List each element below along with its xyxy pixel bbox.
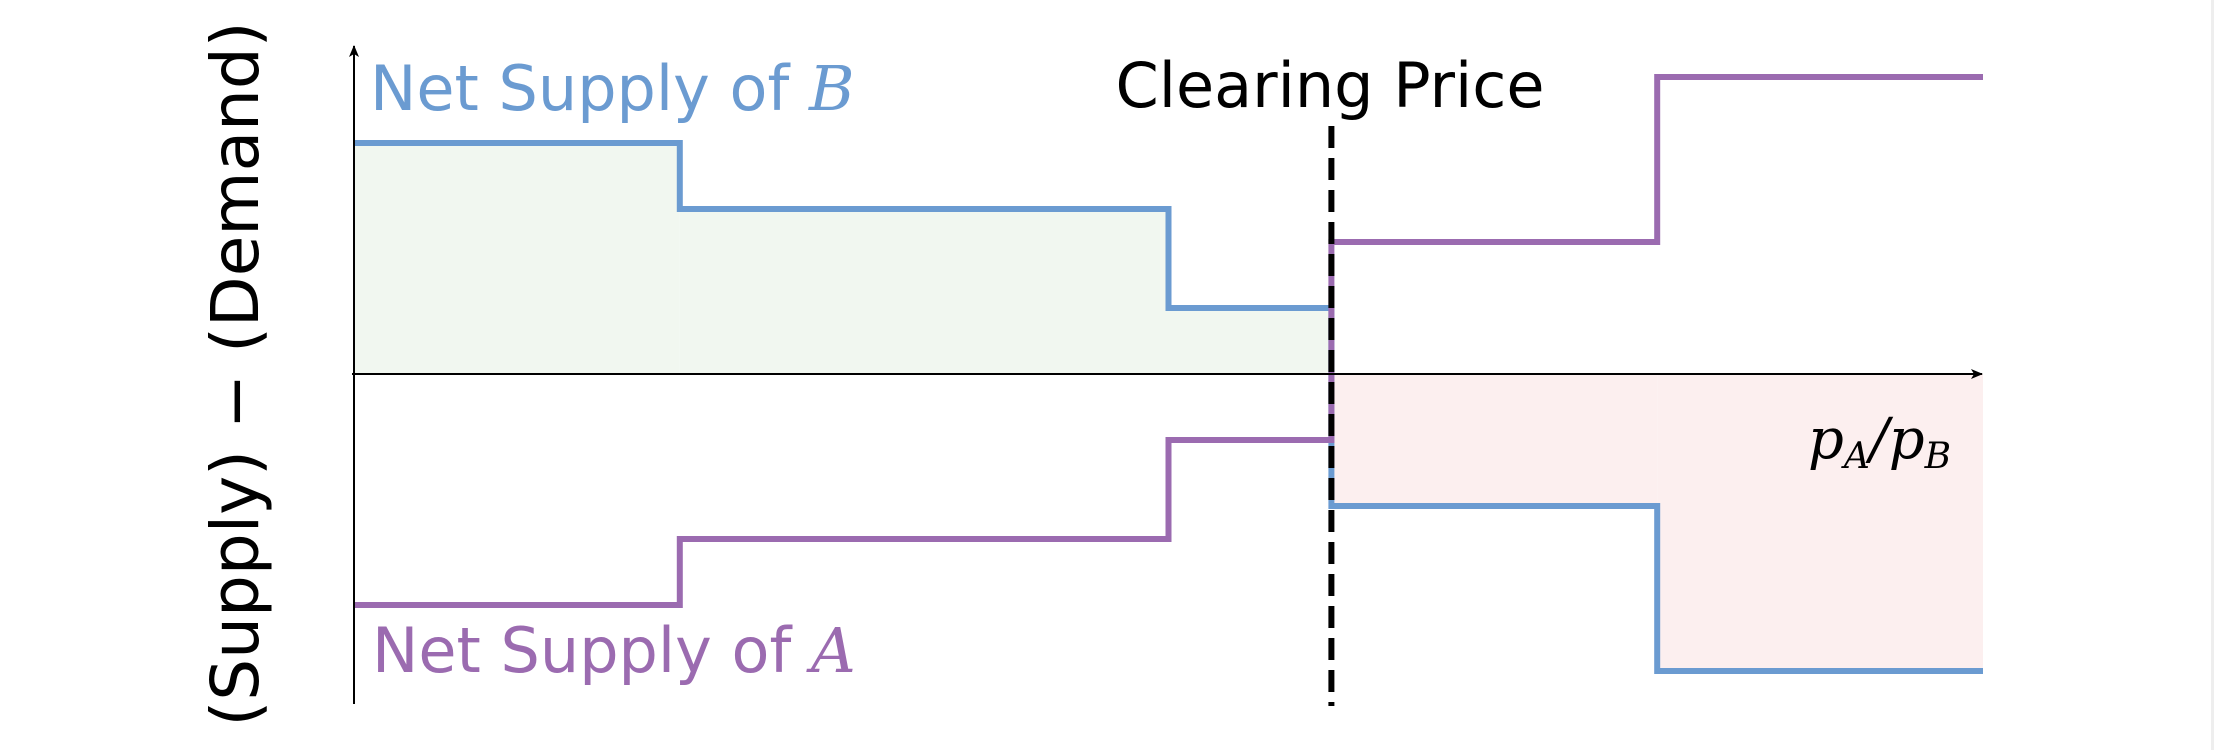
net-supply-a-label: Net Supply of A [372, 614, 856, 687]
excess-supply-region [1168, 308, 1332, 374]
excess-demand-region [1331, 374, 1658, 506]
page-edge [2211, 0, 2214, 750]
variable-b: B [808, 52, 855, 125]
net-supply-a-curve [354, 74, 1983, 608]
shaded-regions [354, 143, 1983, 671]
net-supply-b-curve [354, 140, 1983, 674]
variable-a: A [806, 614, 856, 687]
excess-demand-region [1657, 374, 1983, 671]
excess-supply-region [354, 143, 680, 374]
y-axis-label: (Supply) − (Demand) [197, 21, 274, 726]
x-axis-label: pA/pB [1808, 407, 1951, 477]
clearing-price-label: Clearing Price [1116, 49, 1545, 122]
net-supply-b-label: Net Supply of B [370, 52, 855, 125]
excess-supply-region [679, 209, 1169, 374]
net-supply-lines [354, 74, 1983, 674]
